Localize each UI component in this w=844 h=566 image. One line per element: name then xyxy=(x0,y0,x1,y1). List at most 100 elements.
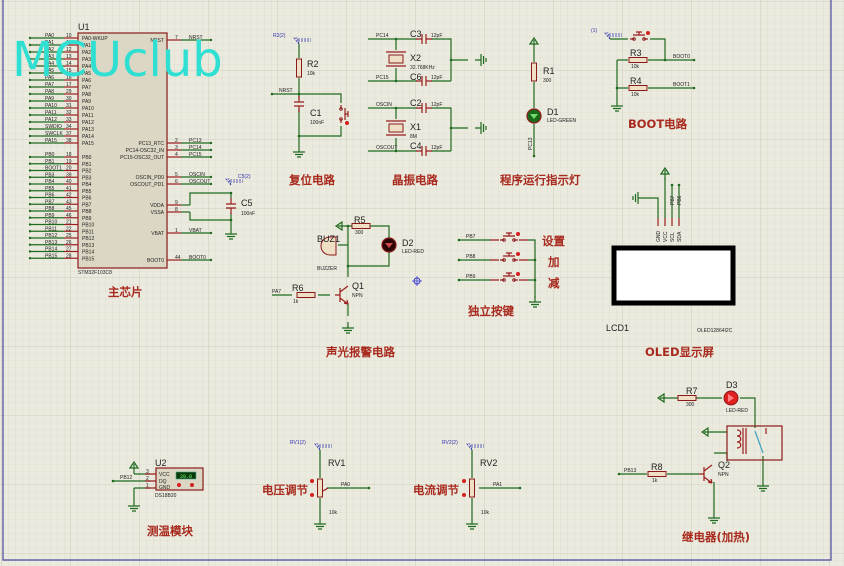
net-terminal[interactable] xyxy=(28,257,32,260)
net-label: PC13 xyxy=(189,138,202,144)
net-terminal[interactable] xyxy=(209,175,213,179)
r4-ref: R4 xyxy=(630,76,642,86)
pin-name: BOOT0 xyxy=(147,258,164,264)
net-label: PB9 xyxy=(466,274,476,280)
pin-label: VCC xyxy=(159,472,170,478)
net-terminal[interactable] xyxy=(28,230,32,233)
net-label: PB7 xyxy=(670,195,676,205)
pin-number: 46 xyxy=(66,213,72,219)
net-terminal[interactable] xyxy=(28,223,32,226)
net-label: PB1 xyxy=(45,159,55,165)
net-label: PA15 xyxy=(45,138,57,144)
rv2-potentiometer[interactable]: RV2(2) RV2 10k PA1 电流调节 xyxy=(413,440,522,530)
temp-reading: 28.0 xyxy=(180,474,192,480)
pin-name: OSCIN_PD0 xyxy=(136,175,165,181)
net-terminal[interactable] xyxy=(28,92,32,96)
pin-name: VDDA xyxy=(150,203,165,209)
net-terminal[interactable] xyxy=(209,258,213,262)
net-label: PB14 xyxy=(45,247,57,253)
reset-circuit[interactable]: R2(2) R2 10k NRST C1 100nF 复位电路 xyxy=(270,33,350,187)
net-terminal[interactable] xyxy=(28,120,32,124)
net-terminal[interactable] xyxy=(209,155,213,159)
net-label: BOOT1 xyxy=(45,166,62,172)
net-terminal[interactable] xyxy=(28,141,32,145)
net-terminal[interactable] xyxy=(28,250,32,253)
lcd1-ref: LCD1 xyxy=(606,323,629,333)
net-terminal[interactable] xyxy=(28,209,32,213)
net-terminal[interactable] xyxy=(28,113,32,117)
title-current-adjust: 电流调节 xyxy=(413,483,459,497)
pin-number: 14 xyxy=(66,61,72,67)
pin-number: 7 xyxy=(175,35,178,41)
key-label-plus: 加 xyxy=(547,255,560,269)
net-terminal[interactable] xyxy=(28,236,32,240)
pin-name: PB15 xyxy=(82,256,94,262)
pin-name: PB4 xyxy=(82,182,92,188)
net-terminal[interactable] xyxy=(209,231,213,235)
net-terminal[interactable] xyxy=(209,141,213,145)
pin-number: 45 xyxy=(66,206,72,212)
net-terminal[interactable] xyxy=(28,182,32,186)
net-terminal[interactable] xyxy=(28,64,32,68)
pin-name: PA8 xyxy=(82,92,91,98)
c6-ref: C6 xyxy=(410,72,422,82)
pin-name: PC13_RTC xyxy=(139,141,165,147)
net-terminal[interactable] xyxy=(28,189,32,192)
net-terminal[interactable] xyxy=(28,78,32,82)
title-crystal: 晶振电路 xyxy=(392,173,438,187)
boot-circuit[interactable]: (1) R3 10k R4 10k BOOT0 BOOT1 BOOT电路 xyxy=(591,28,696,131)
buzzer-icon xyxy=(320,236,337,256)
crystal-circuit[interactable]: PC14 PC15 OSCIN OSCOUT C3 C6 C2 C4 12pF … xyxy=(368,29,487,187)
net-terminal[interactable] xyxy=(28,99,32,103)
net-terminal[interactable] xyxy=(209,182,213,186)
net-terminal[interactable] xyxy=(209,148,213,152)
net-terminal[interactable] xyxy=(28,169,32,172)
net-terminal[interactable] xyxy=(28,71,32,75)
net-terminal[interactable] xyxy=(28,155,32,159)
run-led-circuit[interactable]: R1 300 D1 LED-GREEN PC13 程序运行指示灯 xyxy=(500,37,581,187)
net-terminal[interactable] xyxy=(28,196,32,199)
net-label: PA1 xyxy=(493,482,502,488)
c5-capacitor[interactable]: C5(2) C5 100nF xyxy=(189,174,255,240)
d3-value: LED-RED xyxy=(726,408,748,414)
net-terminal[interactable] xyxy=(28,162,32,165)
net-terminal[interactable] xyxy=(28,127,32,131)
pin-number: 26 xyxy=(66,240,72,246)
net-terminal[interactable] xyxy=(28,243,32,246)
net-terminal[interactable] xyxy=(28,85,32,89)
net-label: PB9 xyxy=(45,213,55,219)
r6-ref: R6 xyxy=(292,283,304,293)
r2-ref: R2 xyxy=(307,59,319,69)
probe-label: (1) xyxy=(591,28,597,34)
net-terminal[interactable] xyxy=(28,203,32,206)
net-label: PB10 xyxy=(45,220,57,226)
net-terminal[interactable] xyxy=(28,50,32,54)
net-label: OSCIN xyxy=(189,172,205,178)
pin-number: 5 xyxy=(175,172,178,178)
net-terminal[interactable] xyxy=(28,57,32,61)
key-label-minus: 减 xyxy=(548,276,560,290)
rv1-potentiometer[interactable]: RV1(2) RV1 10k PA0 电压调节 xyxy=(262,440,371,530)
pin-name: PA15 xyxy=(82,141,94,147)
net-label: NRST xyxy=(189,35,203,41)
u1-part: STM32F103C8 xyxy=(78,270,112,276)
temp-sensor[interactable]: 28.0 VCC DQ GND 3 2 1 PB12 U2 DS18B20 测温… xyxy=(111,458,204,538)
oled-module[interactable]: PB7 PB6 GND VCC SCL SDA LCD1 OLED12864I2… xyxy=(606,167,736,359)
net-terminal[interactable] xyxy=(28,43,32,47)
net-label: PB7 xyxy=(45,199,55,205)
net-terminal[interactable] xyxy=(28,36,32,40)
net-terminal[interactable] xyxy=(28,176,32,179)
net-terminal[interactable] xyxy=(28,216,32,219)
r3-ref: R3 xyxy=(630,48,642,58)
net-label: PC14 xyxy=(376,33,389,39)
net-terminal[interactable] xyxy=(28,134,32,138)
relay-circuit[interactable]: R7 300 D3 LED-RED R8 1k Q2 NPN PB13 继电器(… xyxy=(617,380,783,544)
keys-circuit[interactable]: PB7 PB8 PB9 设置 加 减 独立按键 xyxy=(457,231,566,318)
probe-label: RV2(2) xyxy=(442,440,458,446)
net-terminal[interactable] xyxy=(28,106,32,110)
alarm-circuit[interactable]: BUZ1 BUZZER R5 300 D2 LED-RED Q1 NPN R6 … xyxy=(272,215,424,359)
net-terminal[interactable] xyxy=(209,38,213,42)
